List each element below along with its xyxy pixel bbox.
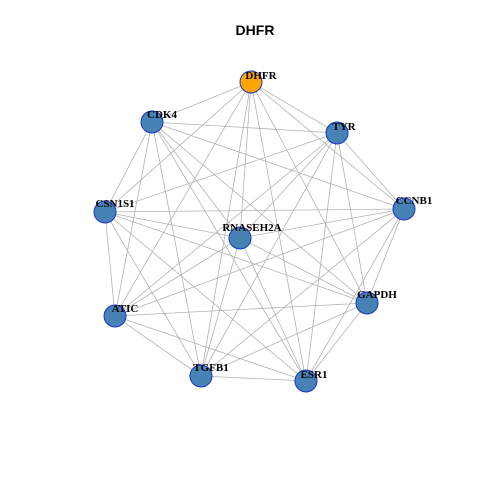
- node-label-ccnb1: CCNB1: [396, 195, 433, 207]
- edge-ccnb1-esr1: [305, 208, 405, 382]
- node-dhfr[interactable]: [239, 70, 263, 94]
- edge-cdk4-esr1: [151, 121, 307, 382]
- edge-gapdh-esr1: [305, 302, 368, 382]
- edge-ccnb1-atic: [114, 208, 405, 317]
- edge-atic-esr1: [114, 315, 307, 382]
- edge-tyr-csn1s1: [104, 132, 338, 213]
- node-label-rnaseh2a: RNASEH2A: [222, 222, 281, 234]
- edge-cdk4-gapdh: [151, 121, 368, 304]
- edge-cdk4-csn1s1: [104, 121, 153, 213]
- edge-dhfr-atic: [114, 81, 252, 317]
- edge-ccnb1-gapdh: [366, 208, 405, 304]
- edge-cdk4-tyr: [151, 121, 338, 134]
- node-csn1s1[interactable]: [93, 200, 117, 224]
- graph-title: DHFR: [236, 22, 275, 38]
- edge-rnaseh2a-atic: [114, 237, 241, 317]
- node-label-atic: ATIC: [112, 303, 139, 315]
- node-layer: [93, 70, 416, 393]
- edge-rnaseh2a-gapdh: [239, 237, 368, 304]
- node-label-csn1s1: CSN1S1: [95, 198, 134, 210]
- node-label-tyr: TYR: [332, 121, 356, 133]
- node-esr1[interactable]: [294, 369, 318, 393]
- edge-ccnb1-rnaseh2a: [239, 208, 405, 239]
- edge-tyr-atic: [114, 132, 338, 317]
- edge-tyr-ccnb1: [336, 132, 405, 210]
- edge-tyr-tgfb1: [200, 132, 338, 377]
- edge-layer: [104, 81, 405, 382]
- edge-ccnb1-tgfb1: [200, 208, 405, 377]
- edge-cdk4-rnaseh2a: [151, 121, 241, 239]
- edge-csn1s1-rnaseh2a: [104, 211, 241, 239]
- edge-dhfr-gapdh: [250, 81, 368, 304]
- edge-csn1s1-tgfb1: [104, 211, 202, 377]
- edge-gapdh-tgfb1: [200, 302, 368, 377]
- node-label-esr1: ESR1: [301, 369, 328, 381]
- node-atic[interactable]: [103, 304, 127, 328]
- edge-atic-tgfb1: [114, 315, 202, 377]
- edge-dhfr-cdk4: [151, 81, 252, 123]
- node-rnaseh2a[interactable]: [228, 226, 252, 250]
- edge-cdk4-ccnb1: [151, 121, 405, 210]
- edge-gapdh-atic: [114, 302, 368, 317]
- node-tyr[interactable]: [325, 121, 349, 145]
- edge-dhfr-tgfb1: [200, 81, 252, 377]
- edge-csn1s1-ccnb1: [104, 208, 405, 213]
- node-gapdh[interactable]: [355, 291, 379, 315]
- edge-dhfr-csn1s1: [104, 81, 252, 213]
- node-tgfb1[interactable]: [189, 364, 213, 388]
- edge-csn1s1-gapdh: [104, 211, 368, 304]
- edge-cdk4-tgfb1: [151, 121, 202, 377]
- edge-tgfb1-esr1: [200, 375, 307, 382]
- edge-cdk4-atic: [114, 121, 153, 317]
- node-label-gapdh: GAPDH: [357, 289, 397, 301]
- edge-rnaseh2a-tgfb1: [200, 237, 241, 377]
- node-label-dhfr: DHFR: [245, 70, 277, 82]
- edge-dhfr-tyr: [250, 81, 338, 134]
- edge-tyr-rnaseh2a: [239, 132, 338, 239]
- edge-dhfr-rnaseh2a: [239, 81, 252, 239]
- edge-csn1s1-atic: [104, 211, 116, 317]
- node-label-cdk4: CDK4: [147, 109, 177, 121]
- edge-tyr-esr1: [305, 132, 338, 382]
- node-label-tgfb1: TGFB1: [193, 362, 228, 374]
- node-ccnb1[interactable]: [392, 197, 416, 221]
- node-cdk4[interactable]: [140, 110, 164, 134]
- edge-dhfr-ccnb1: [250, 81, 405, 210]
- edge-csn1s1-esr1: [104, 211, 307, 382]
- edge-rnaseh2a-esr1: [239, 237, 307, 382]
